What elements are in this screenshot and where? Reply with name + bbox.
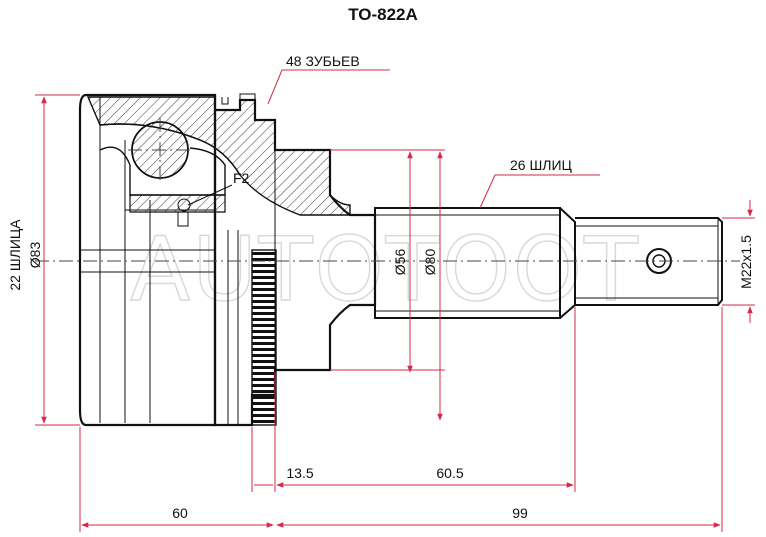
abs-tooth [252, 372, 276, 375]
abs-tooth [252, 306, 276, 309]
shaft-length-dimension: 60.5 [276, 307, 576, 492]
abs-tooth [252, 414, 276, 417]
abs-tooth [252, 252, 276, 255]
abs-tooth [252, 390, 276, 393]
abs-tooth [252, 366, 276, 369]
flange-width-dimension: 13.5 [251, 372, 314, 492]
abs-tooth [252, 360, 276, 363]
total-length-dimension: 99 [276, 307, 723, 532]
abs-tooth [252, 318, 276, 321]
outer-splines-label: 26 ШЛИЦ [510, 157, 573, 173]
body-length-dimension: 60 [79, 427, 274, 532]
abs-tooth [252, 300, 276, 303]
abs-tooth [252, 294, 276, 297]
total-length-label: 99 [512, 505, 528, 521]
outer-diameter-label: Ø83 [27, 242, 43, 269]
inner-splines-label: 22 ШЛИЦА [7, 219, 23, 291]
outer-diameter-dimension: Ø83 22 ШЛИЦА [7, 94, 80, 426]
abs-tooth [252, 312, 276, 315]
part-number-title: TO-822A [348, 5, 418, 24]
abs-tooth [252, 378, 276, 381]
watermark-text: AUTOTOOT [130, 218, 640, 321]
abs-tooth [252, 408, 276, 411]
thread-dimension: M22x1.5 [722, 200, 755, 323]
abs-tooth [252, 324, 276, 327]
abs-tooth [252, 384, 276, 387]
abs-tooth-ring [251, 249, 277, 426]
teeth-label: 48 ЗУБЬЕВ [286, 53, 360, 69]
abs-tooth [252, 348, 276, 351]
body-length-label: 60 [172, 505, 188, 521]
teeth-callout: 48 ЗУБЬЕВ [267, 53, 390, 105]
abs-tooth [252, 264, 276, 267]
shaft-length-label: 60.5 [436, 465, 463, 481]
abs-tooth [252, 276, 276, 279]
outer-housing [78, 93, 217, 427]
outer-splines-callout: 26 ШЛИЦ [479, 157, 600, 209]
abs-tooth [252, 282, 276, 285]
f2-callout: F2 [187, 170, 250, 206]
abs-tooth [252, 354, 276, 357]
thread-label: M22x1.5 [738, 235, 754, 289]
abs-tooth [252, 336, 276, 339]
neck-diameter-dimension: Ø80 [330, 149, 445, 421]
abs-tooth [252, 402, 276, 405]
abs-tooth [252, 258, 276, 261]
abs-tooth [252, 420, 276, 423]
ball-bearing [128, 118, 192, 182]
abs-tooth [252, 330, 276, 333]
f2-label: F2 [233, 170, 250, 186]
flange-width-label: 13.5 [286, 465, 313, 481]
neck-diameter-label: Ø80 [422, 249, 438, 276]
abs-tooth [252, 270, 276, 273]
shaft-diameter-dimension: Ø56 [392, 151, 413, 373]
shaft-diameter-label: Ø56 [392, 249, 408, 276]
abs-tooth [252, 342, 276, 345]
abs-tooth [252, 288, 276, 291]
splined-shaft [374, 207, 576, 319]
abs-tooth [252, 396, 276, 399]
